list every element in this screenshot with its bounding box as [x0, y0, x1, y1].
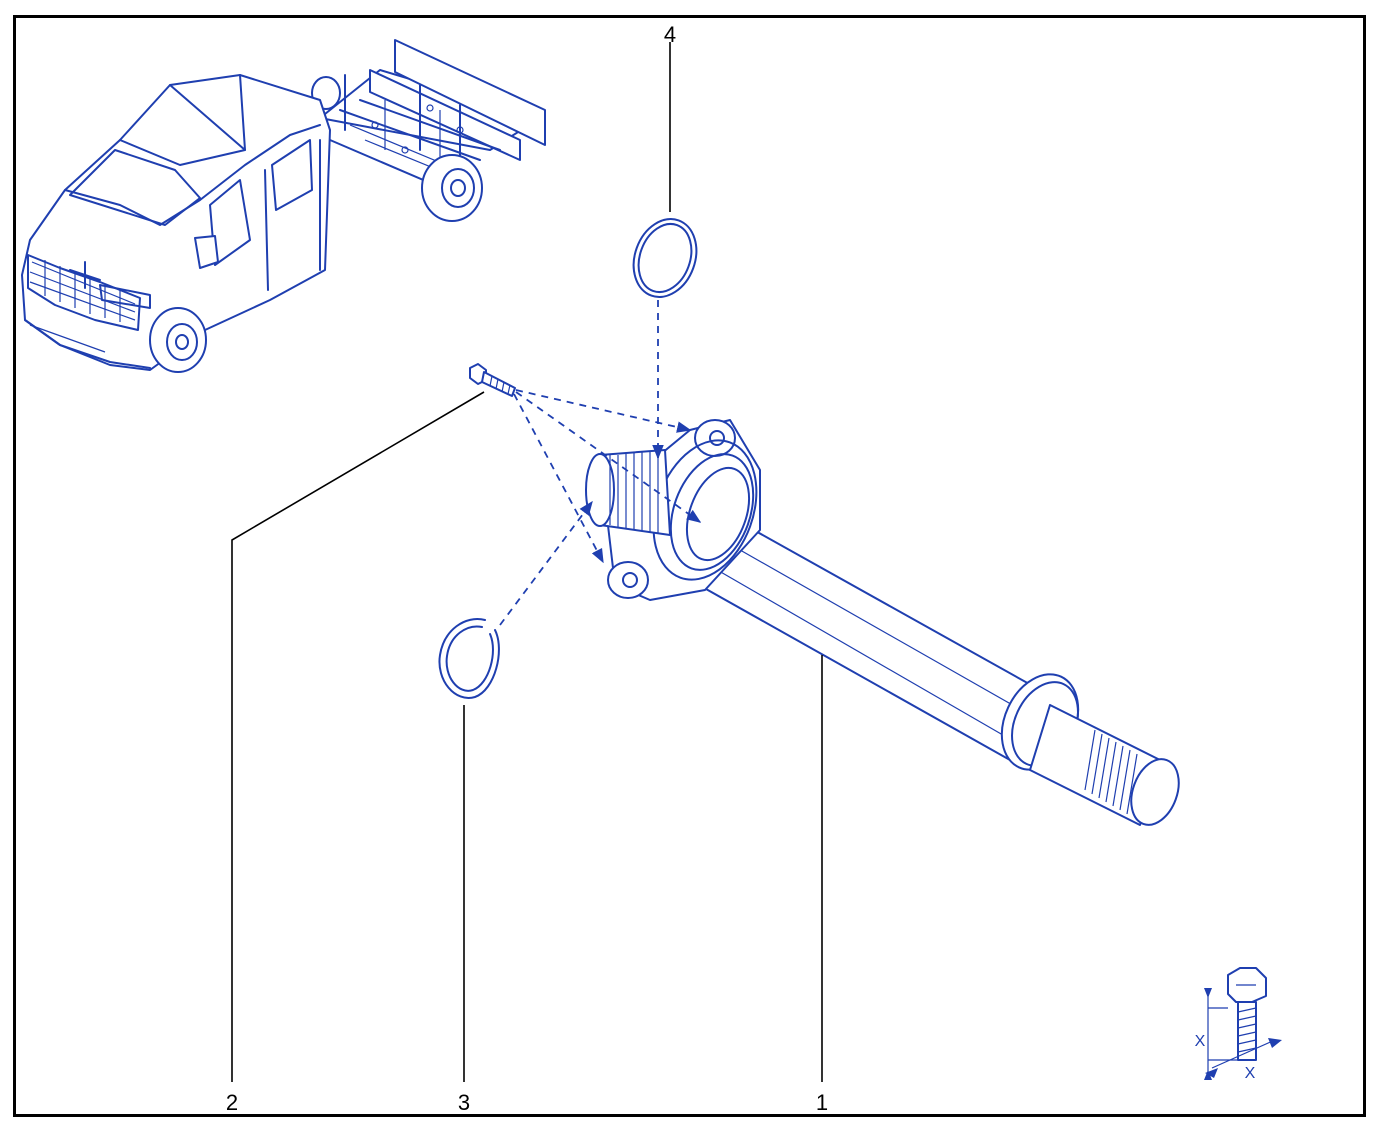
bolt-spec-symbol: X X	[1195, 967, 1282, 1082]
callout-3: 3	[458, 1090, 470, 1115]
vehicle-front-wheel	[149, 307, 207, 373]
vehicle-chassis	[319, 39, 546, 201]
part-2-flange-bolt	[469, 363, 516, 397]
leader-lines	[231, 42, 823, 1082]
vehicle-cab	[21, 74, 331, 371]
callout-1: 1	[816, 1090, 828, 1115]
part-4-seal-ring	[632, 218, 698, 298]
vehicle-locator-illustration	[21, 39, 546, 373]
part-1-intermediate-shaft	[585, 419, 1180, 826]
spec-label-diameter: X	[1245, 1065, 1256, 1082]
callout-2: 2	[226, 1090, 238, 1115]
vehicle-rear-wheel	[311, 76, 483, 222]
callout-4: 4	[664, 22, 676, 47]
assembly-direction-arrows	[499, 300, 702, 626]
spec-label-length: X	[1195, 1033, 1206, 1050]
part-3-circlip	[438, 618, 500, 699]
